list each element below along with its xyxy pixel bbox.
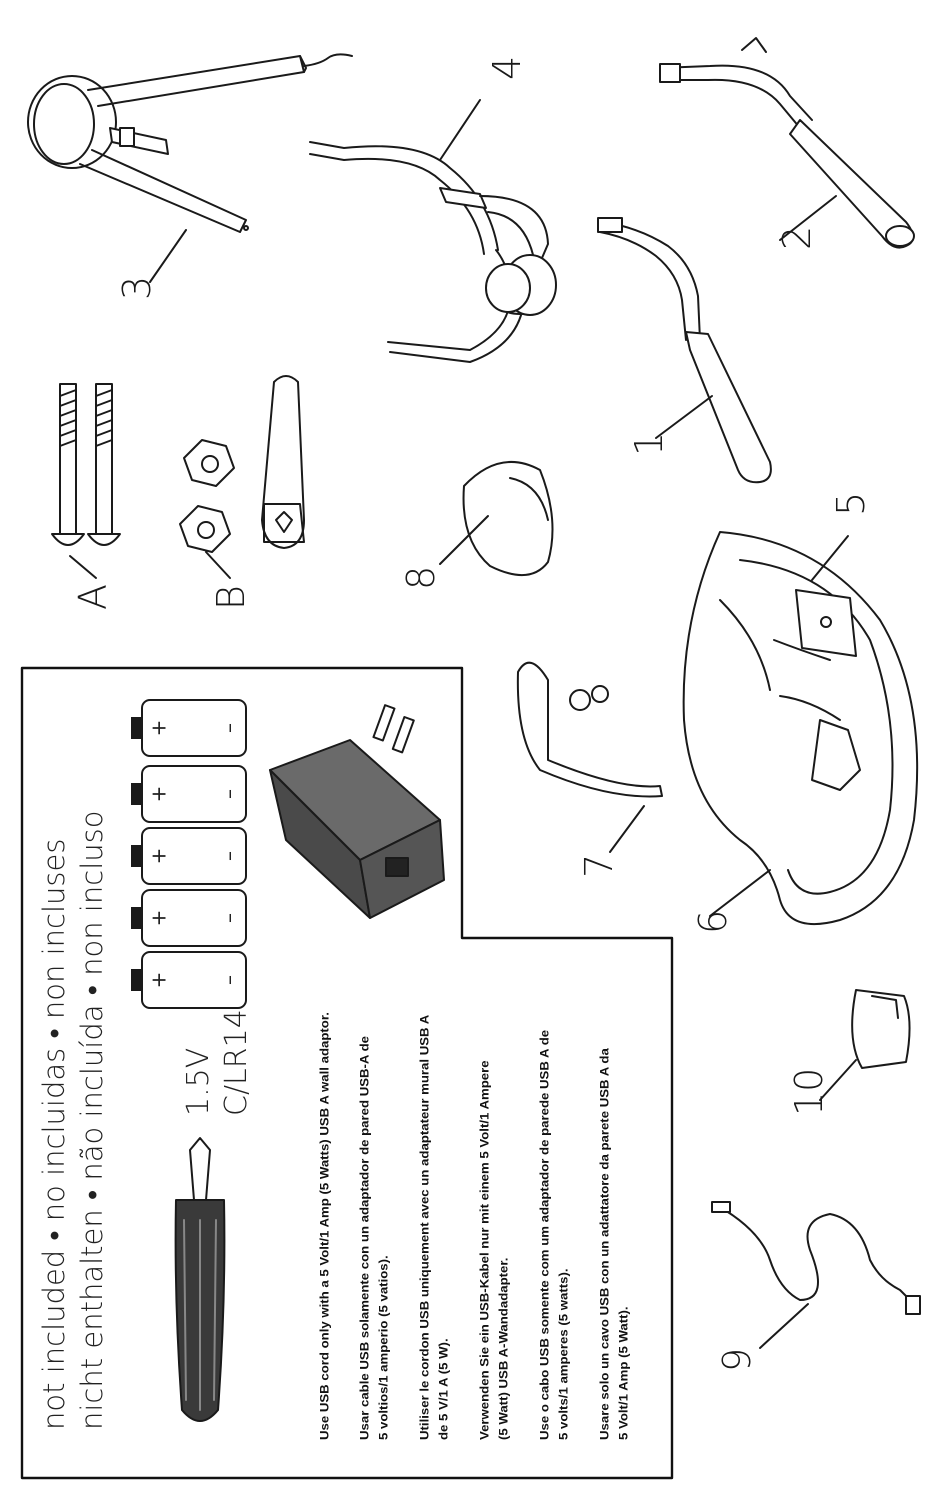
battery-plus: +: [146, 909, 171, 927]
label-part-b: B: [209, 585, 253, 610]
usb-note-it-1: Usare solo un cavo USB con un adattatore…: [598, 1048, 612, 1440]
usb-note-pt-1: Use o cabo USB somente com um adaptador …: [538, 1029, 552, 1440]
label-part-7: 7: [577, 853, 621, 878]
usb-note-fr-1: Utiliser le cordon USB uniquement avec u…: [418, 1014, 432, 1440]
part-b-nuts: [179, 439, 235, 579]
usb-note-de-1: Verwenden Sie ein USB-Kabel nur mit eine…: [478, 1060, 492, 1440]
part-2-tube: [659, 37, 915, 249]
label-part-8: 8: [399, 565, 443, 590]
label-part-2: 2: [775, 225, 819, 250]
part-1-tube: [597, 217, 772, 484]
usb-note-fr-2: de 5 V/1 A (5 W).: [437, 1338, 451, 1440]
not-included-line-1: not included • no incluidas • non inclus…: [37, 838, 71, 1430]
part-8-cushion: [439, 461, 554, 577]
label-part-6: 6: [691, 909, 735, 934]
part-9-usb-cord: [711, 1201, 921, 1349]
part-3-motor-base: [27, 53, 353, 283]
not-included-line-2: nicht enthalten • não incluída • non inc…: [75, 810, 109, 1430]
battery-minus: –: [217, 723, 241, 733]
usb-note-de-2: (5 Watt) USB A-Wandadapter.: [497, 1257, 511, 1440]
part-4-frame: [309, 99, 557, 363]
usb-note-es-2: 5 voltios/1 amperio (5 vatios).: [377, 1255, 391, 1440]
screwdriver-icon: [174, 1137, 226, 1422]
not-included-box: [20, 666, 674, 1480]
usb-note-es-1: Usar cable USB solamente con un adaptado…: [358, 1035, 372, 1440]
part-7-toy-bar: [516, 661, 663, 853]
label-part-a: A: [71, 584, 115, 610]
part-10-battery-cover: [819, 989, 911, 1101]
part-lever: [261, 375, 305, 549]
battery-type: C/LR14: [219, 1009, 254, 1116]
part-a-screws: [51, 383, 121, 579]
wall-adapter-icon: [269, 704, 445, 919]
usb-note-en: Use USB cord only with a 5 Volt/1 Amp (5…: [318, 1012, 332, 1440]
battery-plus: +: [146, 847, 171, 865]
part-6-seat: [682, 531, 919, 925]
battery-minus: –: [217, 913, 241, 923]
battery-minus: –: [217, 975, 241, 985]
usb-note-it-2: 5 Volt/1 Amp (5 Watt).: [617, 1306, 631, 1440]
label-part-3: 3: [115, 275, 159, 300]
battery-voltage: 1.5V: [181, 1047, 216, 1116]
usb-note-pt-2: 5 volts/1 amperes (5 watts).: [557, 1268, 571, 1440]
battery-minus: –: [217, 789, 241, 799]
label-part-9: 9: [715, 1347, 759, 1372]
battery-plus: +: [146, 719, 171, 737]
label-part-4: 4: [485, 55, 529, 80]
battery-plus: +: [146, 785, 171, 803]
label-part-5: 5: [829, 491, 873, 516]
part-5-bracket: [795, 535, 857, 657]
label-part-10: 10: [787, 1067, 831, 1116]
battery-icon: [131, 699, 247, 1009]
battery-plus: +: [146, 971, 171, 989]
battery-minus: –: [217, 851, 241, 861]
label-part-1: 1: [627, 431, 671, 456]
